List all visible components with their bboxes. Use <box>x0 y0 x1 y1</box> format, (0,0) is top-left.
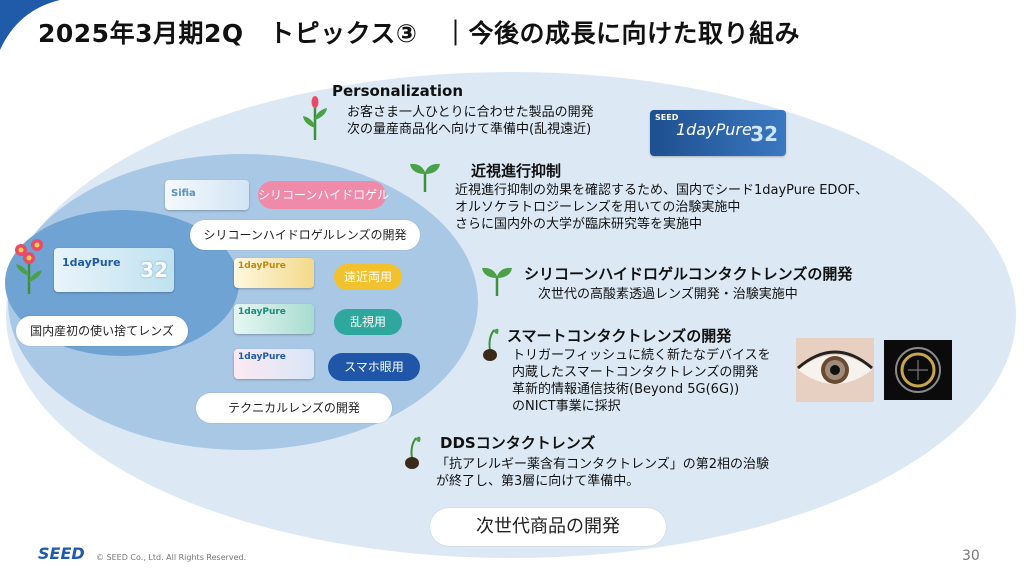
silicone-hydrogel-tag: シリコーンハイドロゲル <box>258 181 389 209</box>
multifocal-tag: 遠近両用 <box>334 264 402 290</box>
box-label: 1dayPure <box>238 261 286 271</box>
smart-lens-photo <box>884 340 952 400</box>
silicone-line-1: 次世代の高酸素透過レンズ開発・治験実施中 <box>538 287 798 302</box>
dds-heading: DDSコンタクトレンズ <box>440 434 596 452</box>
smart-line-2: 内蔵したスマートコンタクトレンズの開発 <box>512 365 759 380</box>
disposable-lens-label: 国内産初の使い捨てレンズ <box>16 316 188 346</box>
seed-sprout-icon <box>405 436 421 469</box>
myopia-line-1: 近視進行抑制の効果を確認するため、国内でシード1dayPure EDOF、 <box>455 183 869 198</box>
box-label: Sifia <box>171 188 196 199</box>
box-label: 1dayPure <box>238 352 286 362</box>
copyright-text: © SEED Co., Ltd. All Rights Reserved. <box>96 553 247 562</box>
box-name: 1dayPure <box>676 120 752 139</box>
next-gen-products-label: 次世代商品の開発 <box>430 508 666 546</box>
box-number: 32 <box>750 122 778 146</box>
personalization-heading: Personalization <box>332 82 464 100</box>
smart-line-3: 革新的情報通信技術(Beyond 5G(6G)) <box>512 382 740 397</box>
box-label: 1dayPure <box>62 256 121 269</box>
technical-lens-dev-label: テクニカルレンズの開発 <box>196 393 392 423</box>
myopia-line-2: オルソケラトロジーレンズを用いての治験実施中 <box>455 200 741 215</box>
product-photo-1daypure: SEED 1dayPure 32 <box>650 110 786 156</box>
myopia-heading: 近視進行抑制 <box>471 162 562 180</box>
page-number: 30 <box>962 548 980 564</box>
product-box-sifia: Sifia <box>165 180 249 210</box>
product-box-1daypure: 1dayPure 32 <box>54 248 174 292</box>
toric-tag: 乱視用 <box>334 309 402 335</box>
seed-sprout-icon <box>483 328 499 361</box>
eye-photo <box>796 338 874 402</box>
myopia-line-3: さらに国内外の大学が臨床研究等を実施中 <box>455 217 703 232</box>
smart-lens-heading: スマートコンタクトレンズの開発 <box>507 327 732 345</box>
product-box-toric: 1dayPure <box>234 304 314 334</box>
silicone-hydrogel-dev-label: シリコーンハイドロゲルレンズの開発 <box>190 220 420 250</box>
sprout-with-bud-icon <box>303 96 327 140</box>
box-brand: SEED <box>655 113 679 122</box>
box-number: 32 <box>140 258 168 282</box>
flower-icon <box>15 239 43 294</box>
personalization-line-1: お客さま一人ひとりに合わせた製品の開発 <box>347 105 594 120</box>
corner-accent <box>0 0 60 50</box>
product-box-smartphone: 1dayPure <box>234 349 314 379</box>
sprout-icon <box>410 163 440 192</box>
personalization-line-2: 次の量産商品化へ向けて準備中(乱視遠近) <box>347 122 592 137</box>
box-label: 1dayPure <box>238 307 286 317</box>
seed-logo: SEED <box>38 544 85 563</box>
silicone-heading: シリコーンハイドロゲルコンタクトレンズの開発 <box>524 265 853 283</box>
sprout-icon <box>482 267 512 296</box>
page-title: 2025年3月期2Q トピックス③ ｜今後の成長に向けた取り組み <box>38 19 801 48</box>
dds-line-2: が終了し、第3層に向けて準備中。 <box>436 474 640 489</box>
smart-line-4: のNICT事業に採択 <box>512 399 621 414</box>
product-box-multifocal: 1dayPure <box>234 258 314 288</box>
smart-line-1: トリガーフィッシュに続く新たなデバイスを <box>512 348 771 363</box>
smartphone-eye-tag: スマホ眼用 <box>328 353 420 381</box>
dds-line-1: 「抗アレルギー薬含有コンタクトレンズ」の第2相の治験 <box>436 457 770 472</box>
